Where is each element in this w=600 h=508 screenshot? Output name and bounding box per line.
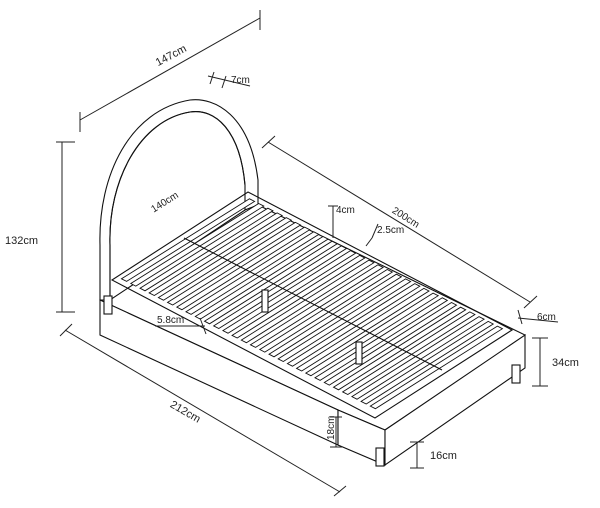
label-slat-gap: 2.5cm bbox=[377, 225, 404, 236]
center-support-beam bbox=[183, 237, 443, 371]
label-side-rail: 18cm bbox=[326, 416, 337, 440]
label-frame-height: 34cm bbox=[552, 357, 579, 369]
slats-group bbox=[120, 198, 504, 410]
label-leg-height: 16cm bbox=[430, 450, 457, 462]
support-post bbox=[355, 341, 363, 365]
leg-front-right bbox=[375, 447, 385, 467]
label-overall-width: 147cm bbox=[154, 43, 189, 69]
label-frame-edge: 6cm bbox=[537, 312, 556, 323]
label-overall-length: 212cm bbox=[168, 399, 203, 426]
label-slat-thickness: 4cm bbox=[336, 205, 355, 216]
label-headboard-thickness: 7cm bbox=[231, 75, 250, 86]
label-inner-width: 140cm bbox=[149, 190, 180, 215]
label-slat-width: 5.8cm bbox=[157, 315, 184, 326]
leg-back-right bbox=[511, 364, 521, 384]
support-post bbox=[261, 289, 269, 313]
dimension-lines bbox=[56, 10, 559, 497]
leg-front-left bbox=[103, 295, 113, 315]
label-height: 132cm bbox=[5, 235, 38, 247]
